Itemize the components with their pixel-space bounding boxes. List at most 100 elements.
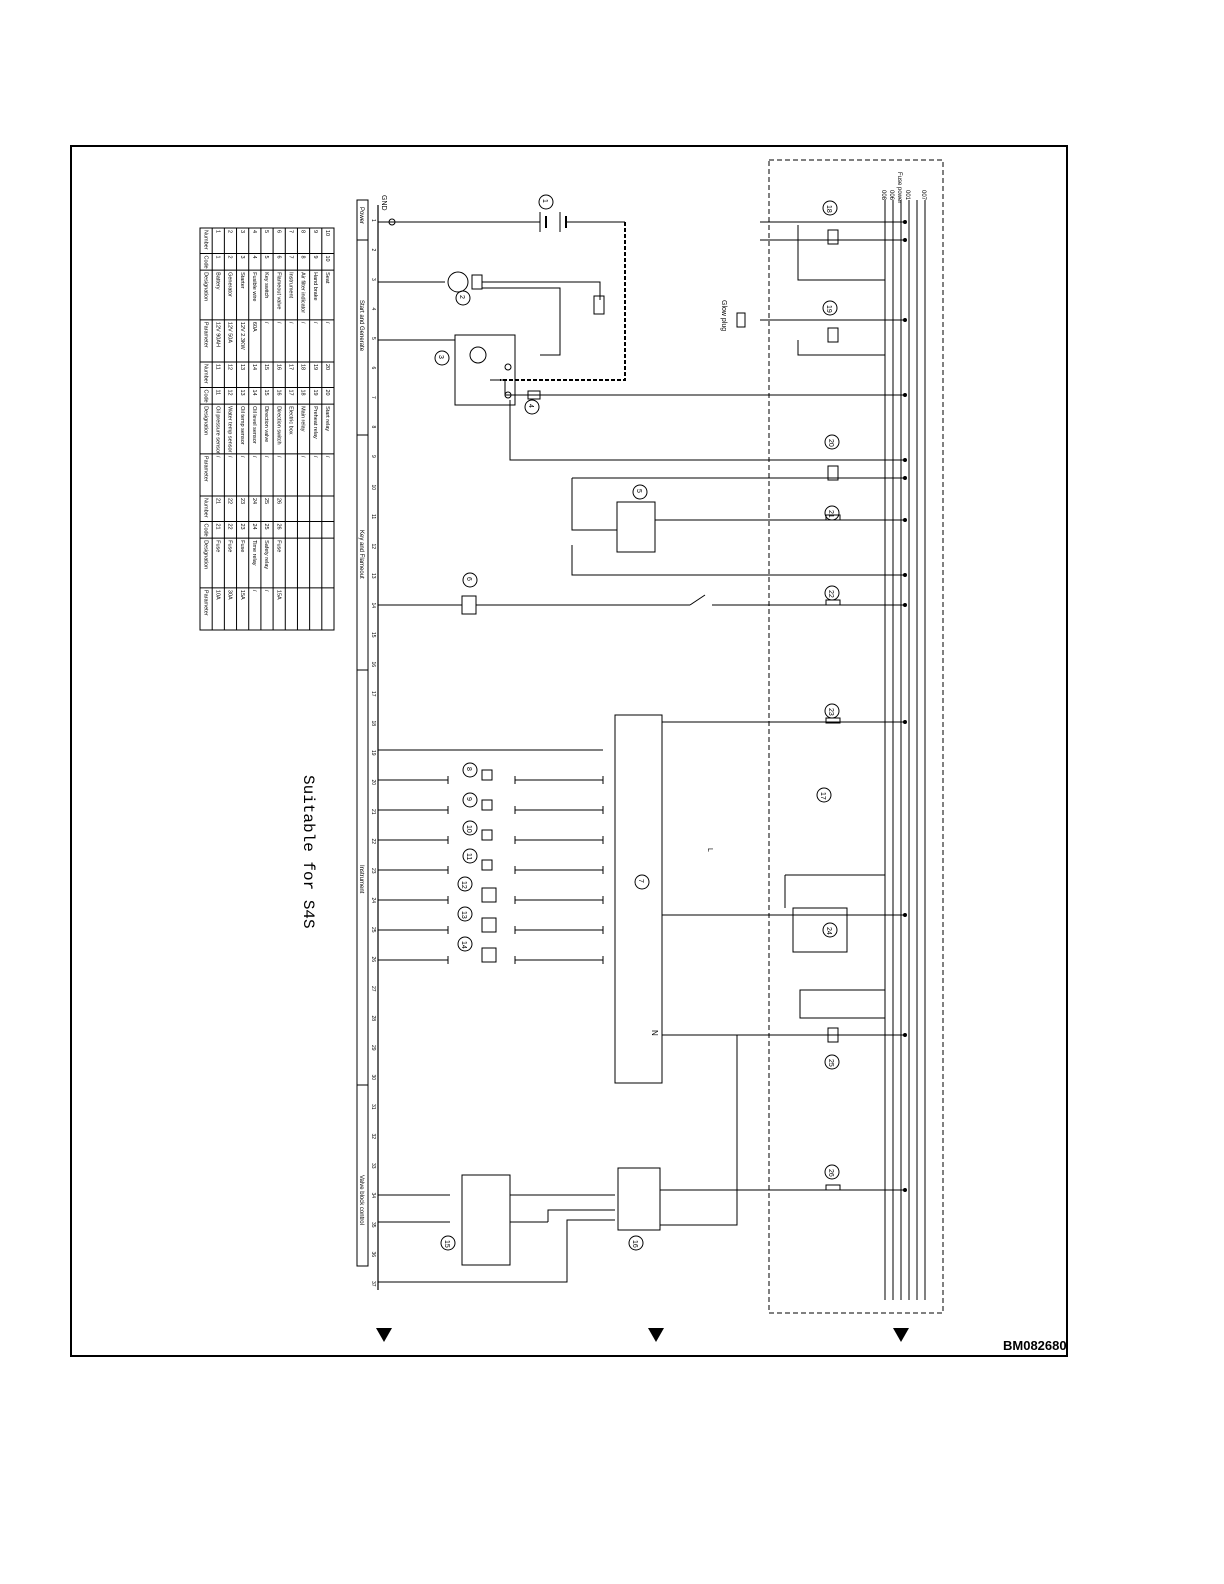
component-number: 16 (631, 1240, 638, 1248)
table-cell: Flameout valve (275, 272, 281, 309)
component-callout (457, 906, 473, 922)
section-key-flameout: Key and Flameout (358, 530, 364, 579)
table-cell: / (251, 590, 257, 592)
section-start-generate: Start and Generate (358, 300, 364, 352)
table-cell: 13 (239, 364, 245, 370)
table-cell: Direction switch (275, 406, 281, 445)
row-number: 10 (370, 485, 376, 491)
table-cell: 1 (214, 255, 220, 258)
table-cell: Fusible wire (251, 272, 257, 301)
diagram-frame (70, 145, 1068, 1357)
sensor-box (481, 887, 497, 903)
table-cell: Main relay (300, 406, 306, 432)
table-cell: 30A (227, 590, 233, 600)
table-cell: 24 (251, 523, 257, 529)
table-cell: 15A (275, 590, 281, 600)
table-cell: 9 (312, 255, 318, 258)
relay-coil (827, 229, 839, 245)
row-number: 36 (370, 1252, 376, 1258)
node-dot (903, 1033, 907, 1037)
node-dot (903, 220, 907, 224)
node-dot (903, 238, 907, 242)
component-callout (434, 350, 450, 366)
node-dot (903, 1188, 907, 1192)
component-number: 20 (827, 439, 834, 447)
component-number: 23 (827, 708, 834, 716)
table-cell: 21 (214, 523, 220, 529)
relay-wire (797, 340, 885, 356)
table-cell: 18 (300, 364, 306, 370)
component-number: 12 (460, 881, 467, 889)
table-header-cell: Parameter (202, 456, 208, 482)
caption: Suitable for S4S (299, 775, 317, 929)
table-cell: 20 (324, 389, 330, 395)
component-callout (824, 1054, 840, 1070)
node-dot (903, 458, 907, 462)
component-number: 15 (443, 1240, 450, 1248)
component-callout (822, 922, 838, 938)
component-number: 19 (825, 305, 832, 313)
table-cell: Safety relay (263, 540, 269, 569)
component-number: 22 (827, 590, 834, 598)
row-number: 31 (370, 1104, 376, 1110)
table-cell: / (251, 456, 257, 458)
table-cell: 12V 2.3KW (239, 322, 245, 351)
table-cell: / (214, 456, 220, 458)
component-number: 8 (465, 767, 472, 771)
l-label: L (706, 848, 713, 852)
table-cell: / (288, 322, 294, 324)
table-cell: 12 (227, 389, 233, 395)
row-number: 34 (370, 1193, 376, 1199)
component-callout (440, 1235, 456, 1251)
table-cell: Hand brake (312, 272, 318, 300)
table-cell: 20 (324, 364, 330, 370)
row-number: 12 (370, 544, 376, 550)
table-cell: 14 (251, 389, 257, 395)
row-number: 33 (370, 1163, 376, 1169)
component-number: 18 (825, 205, 832, 213)
table-cell: 2 (227, 230, 233, 233)
row-number: 27 (370, 986, 376, 992)
node-dot (903, 720, 907, 724)
section-strip: Power Start and Generate Key and Flameou… (356, 199, 369, 1267)
component-callout (455, 290, 471, 306)
table-cell: 21 (214, 498, 220, 504)
relay-wire (784, 874, 885, 908)
component-callout (824, 434, 840, 450)
table-cell: Battery (214, 272, 220, 290)
indicator-box (481, 829, 493, 841)
component-callout (457, 876, 473, 892)
node-dot (903, 913, 907, 917)
component-callout (822, 200, 838, 216)
table-cell: 14 (251, 364, 257, 370)
table-cell: 5 (263, 230, 269, 233)
table-cell: 17 (288, 364, 294, 370)
row-number: 20 (370, 780, 376, 786)
table-cell: Start relay (324, 406, 330, 431)
gnd-rail: GND 123456789101112131415161718192021222… (370, 195, 387, 1290)
table-cell: / (263, 456, 269, 458)
component-callout (824, 505, 840, 521)
battery-circuit (378, 212, 626, 381)
table-cell: / (324, 456, 330, 458)
table-cell: Instrument (288, 272, 294, 298)
table-cell: 19 (312, 389, 318, 395)
component-number: 9 (465, 797, 472, 801)
arrow-down-right-icon (893, 1328, 909, 1342)
table-cell: 3 (239, 230, 245, 233)
table-cell: 6 (275, 255, 281, 258)
component-number: 26 (827, 1169, 834, 1177)
table-cell: / (312, 322, 318, 324)
component-number: 5 (635, 489, 642, 493)
table-cell: Water temp sensor (227, 406, 233, 452)
table-cell: / (300, 322, 306, 324)
row-number: 26 (370, 957, 376, 963)
row-number: 16 (370, 662, 376, 668)
row-number: 7 (370, 396, 376, 399)
table-cell: 12 (227, 364, 233, 370)
table-header-cell: Number (202, 230, 208, 250)
flameout (378, 594, 760, 615)
figure-reference: BM082680 (1003, 1338, 1067, 1353)
table-cell: 13 (239, 389, 245, 395)
table-cell: 60A (251, 322, 257, 332)
